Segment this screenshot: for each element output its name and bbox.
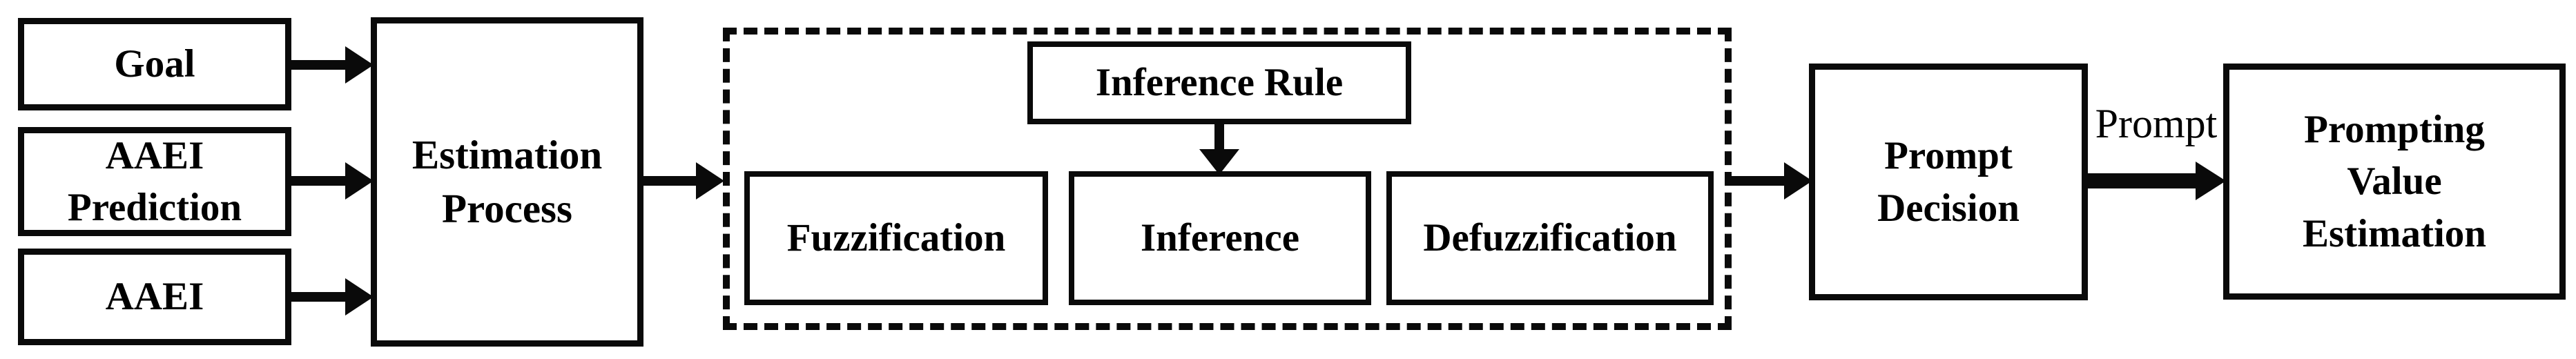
arrow-head-right-icon — [1784, 162, 1812, 200]
node-defuzzification: Defuzzification — [1386, 171, 1714, 305]
node-prompt-decision: Prompt Decision — [1809, 64, 2088, 300]
node-defuzzification-label: Defuzzification — [1423, 216, 1677, 260]
node-estimation-process: Estimation Process — [371, 17, 643, 347]
arrow-head-right-icon — [345, 278, 374, 316]
arrow-shaft — [290, 60, 348, 70]
node-inference-label: Inference — [1140, 216, 1300, 260]
node-aaei-prediction: AAEI Prediction — [18, 127, 291, 236]
node-prompt-decision-label: Prompt Decision — [1877, 134, 2020, 230]
node-aaei: AAEI — [18, 249, 291, 345]
node-goal: Goal — [18, 18, 291, 110]
arrow-shaft — [290, 176, 348, 186]
arrow-head-right-icon — [2196, 162, 2226, 200]
node-prompting-value-estimation-label: Prompting Value Estimation — [2302, 108, 2487, 255]
node-inference-rule-label: Inference Rule — [1095, 61, 1344, 105]
arrow-shaft — [2086, 173, 2197, 188]
node-fuzzification-label: Fuzzification — [786, 216, 1006, 260]
arrow-shaft — [290, 292, 348, 302]
arrow-head-right-icon — [696, 162, 724, 200]
fuzzy-logic-group-border — [723, 28, 1732, 330]
node-estimation-process-label: Estimation Process — [411, 131, 603, 231]
arrow-head-right-icon — [345, 46, 374, 84]
node-aaei-prediction-label: AAEI Prediction — [67, 133, 242, 229]
node-goal-label: Goal — [114, 42, 195, 86]
node-inference: Inference — [1069, 171, 1371, 305]
arrow-shaft — [1214, 123, 1224, 151]
node-inference-rule: Inference Rule — [1027, 41, 1411, 124]
node-fuzzification: Fuzzification — [744, 171, 1048, 305]
node-aaei-label: AAEI — [105, 275, 204, 319]
arrow-shaft — [1730, 176, 1785, 186]
arrow-head-down-icon — [1199, 149, 1239, 175]
edge-label-prompt: Prompt — [2095, 101, 2218, 146]
arrow-head-right-icon — [345, 162, 374, 200]
node-prompting-value-estimation: Prompting Value Estimation — [2223, 64, 2566, 300]
arrow-shaft — [641, 176, 697, 186]
